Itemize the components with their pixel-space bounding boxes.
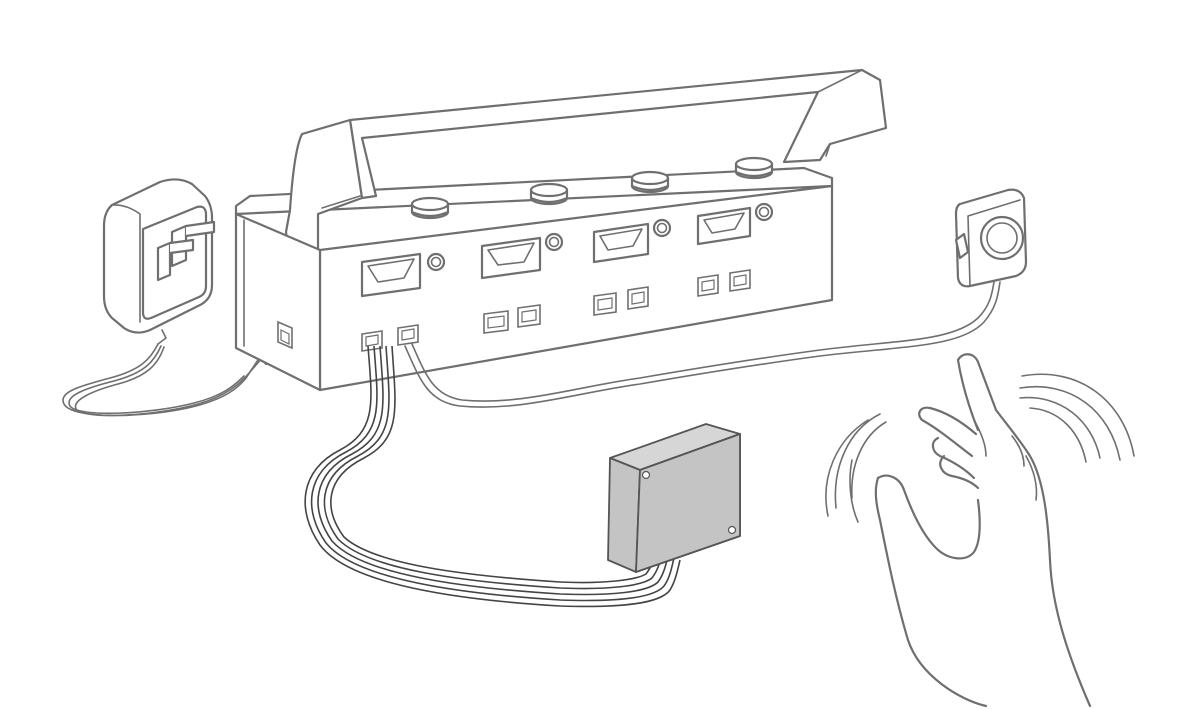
remote-button-cable-icon [404, 281, 1001, 408]
waving-hand-icon [825, 353, 1135, 708]
charging-slot-3-icon [592, 218, 672, 264]
top-button-2-icon [529, 182, 569, 206]
charging-slot-1-icon [360, 252, 446, 298]
top-button-3-icon [630, 170, 670, 194]
sensor-module-box-icon [607, 423, 741, 573]
port-pair-2-icon [483, 304, 541, 334]
charging-slot-2-icon [480, 232, 564, 280]
port-pair-1-icon [361, 324, 419, 352]
ribbon-cable-icon [304, 345, 681, 608]
charging-slot-4-icon [696, 202, 774, 246]
charging-base-unit-icon [234, 68, 888, 392]
remote-push-button-icon [954, 188, 1028, 288]
top-button-1-icon [410, 196, 450, 220]
port-pair-4-icon [697, 269, 751, 297]
top-button-4-icon [734, 156, 774, 180]
port-pair-3-icon [593, 286, 649, 316]
